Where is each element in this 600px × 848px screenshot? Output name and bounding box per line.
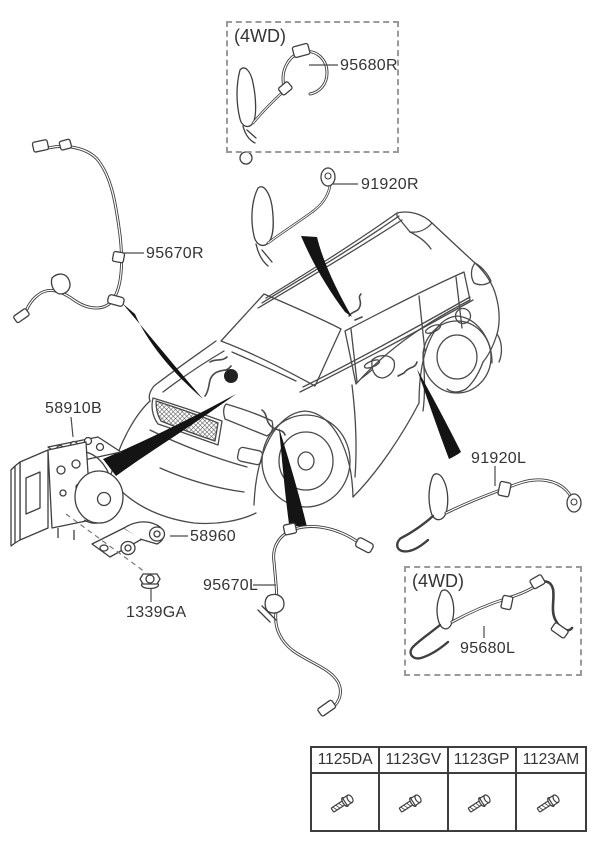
variant-tag: (4WD) <box>234 26 286 46</box>
arrow-rear-left <box>417 369 461 459</box>
arrow-front-left <box>279 428 307 527</box>
fastener-column-header: 1123GV <box>380 748 449 774</box>
hydraulic-module-58910B <box>10 436 124 547</box>
sensor-cable-95670R <box>13 138 126 324</box>
arrow-front-right <box>122 303 203 399</box>
fastener-column-header: 1123GP <box>448 748 517 774</box>
part-label-91920R: 91920R <box>361 176 419 193</box>
part-label-91920L: 91920L <box>471 450 527 467</box>
vehicle-illustration <box>109 211 503 525</box>
sensor-cable-95680R <box>236 42 329 165</box>
part-label-58960: 58960 <box>190 528 236 545</box>
bracket-58960 <box>91 521 166 558</box>
fastener-column-header: 1123AM <box>516 748 585 774</box>
assembly-axis-line <box>65 513 146 573</box>
leader-lines <box>70 64 496 638</box>
part-label-95670L: 95670L <box>203 577 259 594</box>
bolt-icon <box>517 774 585 830</box>
fastener-table: 1125DA 1123GV 1123GP 1123AM <box>310 746 587 832</box>
bolt-icon <box>449 774 517 830</box>
part-label-1339GA: 1339GA <box>126 604 187 621</box>
body-harness-details <box>204 293 418 436</box>
sensor-cable-91920R <box>251 167 336 267</box>
part-label-95670R: 95670R <box>146 245 204 262</box>
variant-box-4wd-bottom: (4WD) <box>404 566 582 676</box>
variant-box-4wd-top: (4WD) <box>226 21 399 153</box>
part-label-95680L: 95680L <box>460 640 516 657</box>
bolt-icon <box>312 774 381 830</box>
sensor-cable-95670L <box>257 522 374 717</box>
arrow-rear-right <box>301 236 352 317</box>
pointer-arrows <box>103 236 461 527</box>
sensor-cable-95680L <box>409 574 574 660</box>
arrow-module <box>103 394 236 476</box>
part-label-58910B: 58910B <box>45 400 102 417</box>
part-label-95680R: 95680R <box>340 57 398 74</box>
nut-1339GA <box>139 573 161 590</box>
variant-tag: (4WD) <box>412 571 464 591</box>
bolt-icon <box>380 774 449 830</box>
sensor-cable-91920L <box>396 473 582 553</box>
fastener-column-header: 1125DA <box>312 748 381 774</box>
